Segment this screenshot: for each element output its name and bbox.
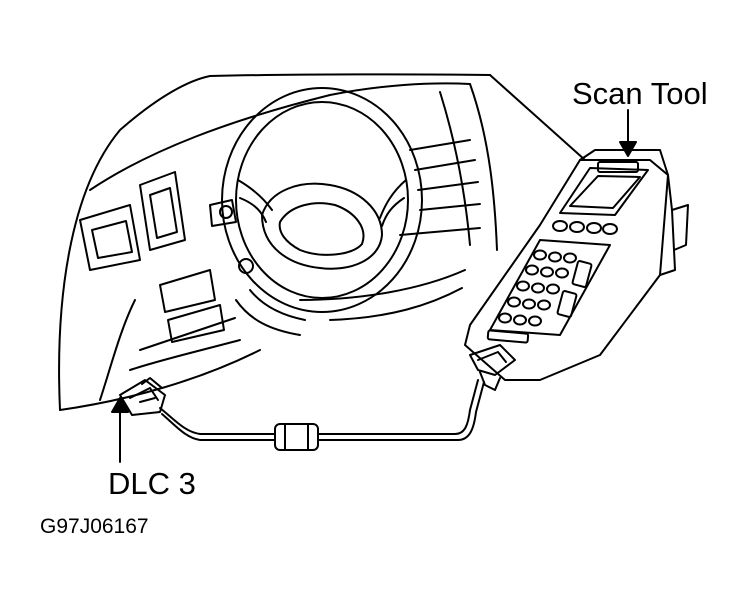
dlc3-connector <box>119 377 166 416</box>
steering-wheel <box>209 87 423 336</box>
dlc3-label: DLC 3 <box>108 466 196 501</box>
dlc3-arrow <box>111 397 129 463</box>
scan-tool-label: Scan Tool <box>572 76 708 111</box>
scan-tool-device <box>464 149 689 391</box>
left-vents <box>79 171 241 371</box>
cable <box>159 379 485 451</box>
figure-code: G97J06167 <box>40 515 149 538</box>
dashboard-outline <box>58 73 586 411</box>
